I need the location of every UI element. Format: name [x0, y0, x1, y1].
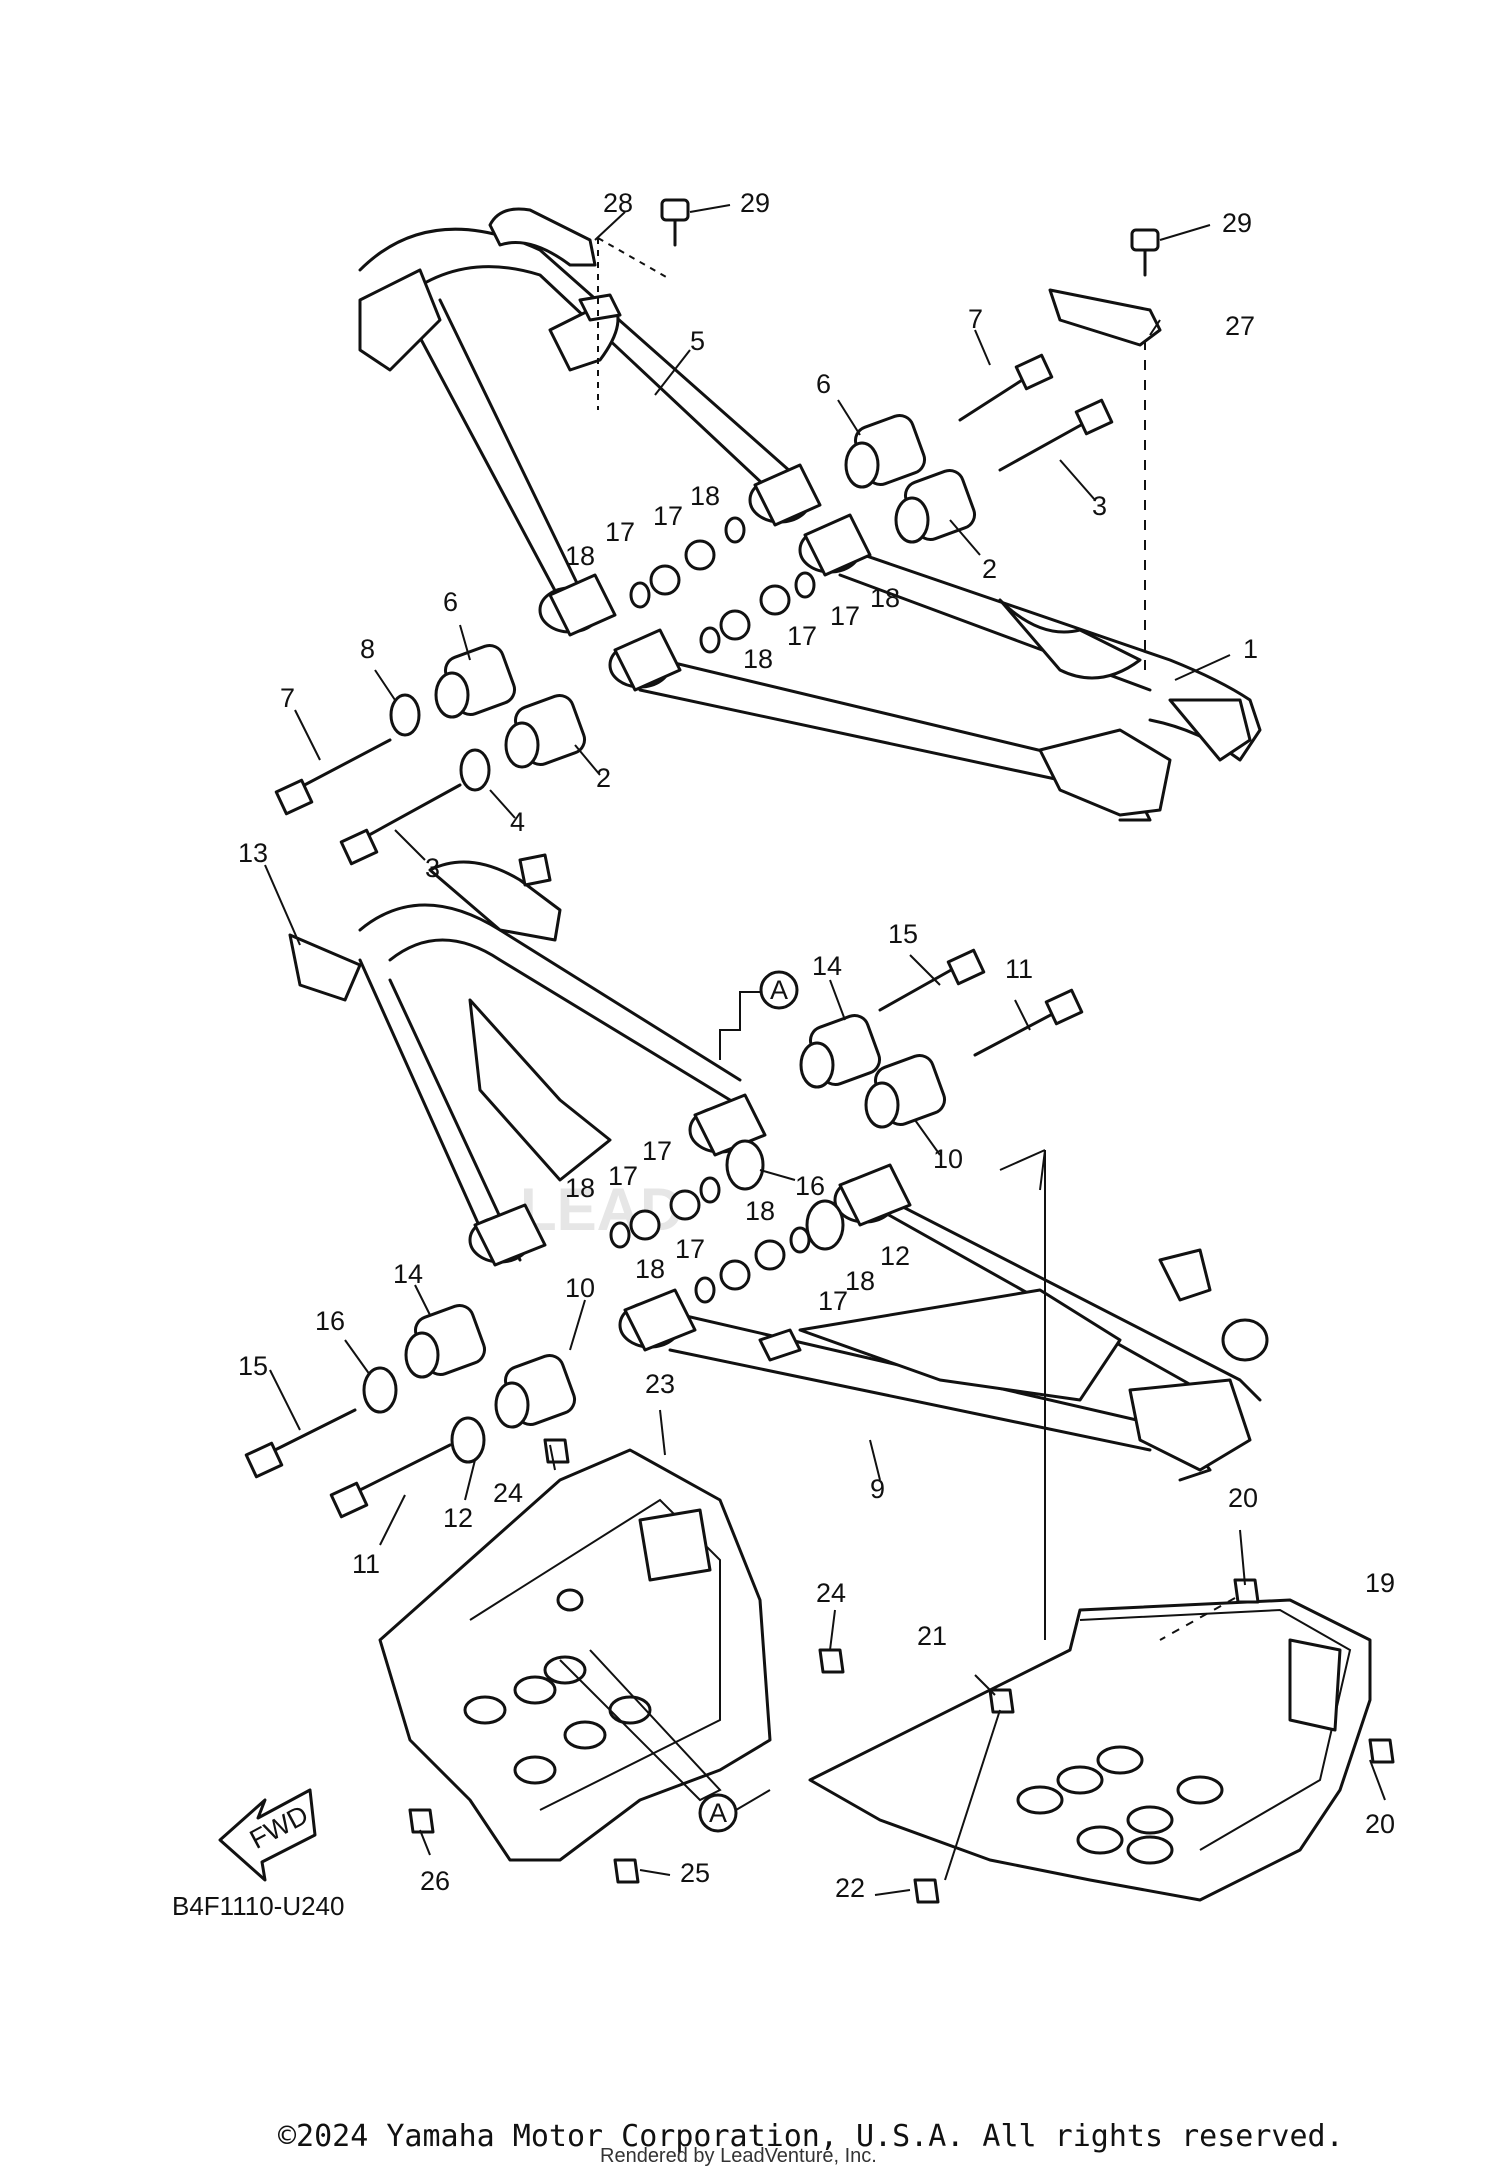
callout-28: 28 [603, 188, 633, 218]
callout-leaders [264, 204, 1386, 1896]
callout-5: 5 [690, 326, 705, 356]
callout-18: 18 [565, 541, 595, 571]
callout-20: 20 [1228, 1483, 1258, 1513]
watermark: LEAD [520, 1176, 683, 1243]
callout-29: 29 [1222, 208, 1252, 238]
callout-18: 18 [565, 1173, 595, 1203]
callout-17: 17 [653, 501, 683, 531]
callout-8: 8 [360, 634, 375, 664]
callout-12: 12 [880, 1241, 910, 1271]
svg-text:A: A [709, 1798, 727, 1828]
skid-guard-23 [378, 1438, 845, 1884]
callout-23: 23 [645, 1369, 675, 1399]
skid-guard-19 [808, 1578, 1395, 1904]
callout-4: 4 [510, 807, 525, 837]
callout-17: 17 [675, 1234, 705, 1264]
callout-7: 7 [968, 304, 983, 334]
callout-16: 16 [795, 1171, 825, 1201]
callout-17: 17 [608, 1161, 638, 1191]
callout-25: 25 [680, 1858, 710, 1888]
callout-17: 17 [787, 621, 817, 651]
callout-15: 15 [888, 919, 918, 949]
copyright-notice: ©2024 Yamaha Motor Corporation, U.S.A. A… [278, 2119, 1344, 2154]
upper-bushings [274, 353, 1114, 866]
reference-marker-a-upper: A [719, 970, 799, 1060]
lower-bushings [244, 948, 1084, 1519]
callout-3: 3 [1092, 491, 1107, 521]
callout-11: 11 [352, 1549, 380, 1579]
callout-20: 20 [1365, 1809, 1395, 1839]
callout-12: 12 [443, 1503, 473, 1533]
callout-14: 14 [812, 951, 842, 981]
callout-26: 26 [420, 1866, 450, 1896]
callout-17: 17 [830, 601, 860, 631]
callout-6: 6 [816, 369, 831, 399]
callout-24: 24 [493, 1478, 523, 1508]
callout-18: 18 [690, 481, 720, 511]
callout-16: 16 [315, 1306, 345, 1336]
callout-27: 27 [1225, 311, 1255, 341]
callout-18: 18 [870, 583, 900, 613]
callout-13: 13 [238, 838, 268, 868]
callout-2: 2 [982, 554, 997, 584]
callout-17: 17 [605, 517, 635, 547]
callout-18: 18 [845, 1266, 875, 1296]
callout-29: 29 [740, 188, 770, 218]
callout-17: 17 [642, 1136, 672, 1166]
callout-numbers: 1 2 2 3 3 4 5 6 6 7 7 8 9 10 10 11 11 12… [238, 188, 1395, 1903]
callout-18: 18 [745, 1196, 775, 1226]
callout-9: 9 [870, 1474, 885, 1504]
callout-17: 17 [818, 1286, 848, 1316]
callout-18: 18 [743, 644, 773, 674]
lower-arm-assembly [288, 853, 1269, 1640]
brake-hose-holders [488, 198, 1162, 680]
callout-11: 11 [1005, 954, 1033, 984]
svg-text:A: A [770, 975, 788, 1005]
callout-10: 10 [933, 1144, 963, 1174]
callout-3: 3 [425, 853, 440, 883]
callout-14: 14 [393, 1259, 423, 1289]
callout-22: 22 [835, 1873, 865, 1903]
diagram-code: B4F1110-U240 [172, 1891, 344, 1921]
callout-7: 7 [280, 683, 295, 713]
forward-direction-arrow: FWD [218, 1788, 317, 1882]
rendered-by-note: Rendered by LeadVenture, Inc. [600, 2145, 877, 2166]
callout-2: 2 [596, 763, 611, 793]
callout-21: 21 [917, 1621, 947, 1651]
callout-15: 15 [238, 1351, 268, 1381]
callout-10: 10 [565, 1273, 595, 1303]
callout-18: 18 [635, 1254, 665, 1284]
reference-marker-a-lower: A [698, 1789, 771, 1833]
callout-19: 19 [1365, 1568, 1395, 1598]
callout-1: 1 [1243, 634, 1258, 664]
callout-24: 24 [816, 1578, 846, 1608]
callout-6: 6 [443, 587, 458, 617]
